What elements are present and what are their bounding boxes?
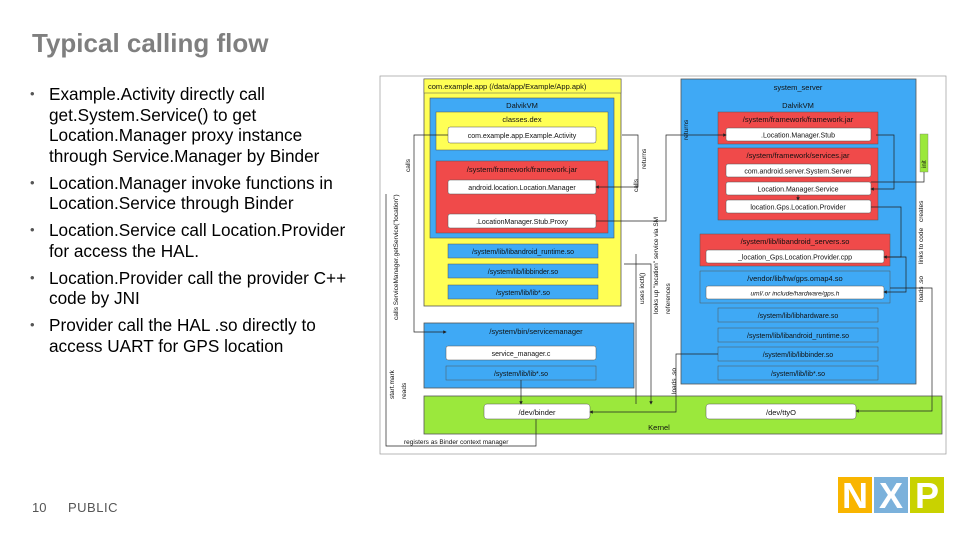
- creates-annotation: creates: [918, 200, 925, 222]
- classification-label: PUBLIC: [68, 500, 118, 515]
- app-lib-label: /system/lib/lib*.so: [496, 290, 550, 297]
- bullet-item: Location.Manager invoke functions in Loc…: [26, 173, 356, 214]
- loads-so-annotation: loads .so: [671, 368, 678, 394]
- location-manager-label: android.location.Location.Manager: [468, 185, 576, 192]
- server-framework-label: /system/framework/framework.jar: [743, 115, 854, 124]
- get-service-annotation: calls ServiceManager.getService("locatio…: [393, 194, 400, 320]
- calls-annotation: calls: [405, 158, 412, 172]
- calls-right-annotation: calls: [633, 178, 640, 192]
- logo-letter-x: X: [879, 475, 903, 515]
- example-activity-label: com.example.app.Example.Activity: [468, 133, 577, 140]
- app-process-label: com.example.app (/data/app/Example/App.a…: [428, 82, 587, 91]
- init-annotation: init: [922, 160, 928, 168]
- binder-lib-label: /system/lib/libbinder.so: [763, 352, 834, 359]
- context-manager-annotation: registers as Binder context manager: [404, 439, 509, 446]
- app-framework-label: /system/framework/framework.jar: [467, 165, 578, 174]
- app-lib-label: /system/lib/libbinder.so: [488, 269, 559, 276]
- bullet-list: Example.Activity directly call get.Syste…: [26, 84, 356, 363]
- services-jar-label: /system/framework/services.jar: [747, 151, 850, 160]
- app-dex-label: classes.dex: [502, 115, 541, 124]
- logo-letter-p: P: [915, 475, 939, 515]
- app-lib-box: [447, 243, 599, 259]
- stub-proxy-label: .LocationManager.Stub.Proxy: [476, 219, 568, 226]
- returns-annotation: returns: [641, 148, 648, 169]
- servicemanager-label: /system/bin/servicemanager: [489, 327, 583, 336]
- page-title: Typical calling flow: [32, 28, 269, 58]
- system-server-class-box: [725, 163, 872, 178]
- service-manager-c-box: [445, 345, 597, 361]
- other-libs-label: /system/lib/lib*.so: [771, 371, 825, 378]
- location-service-label: Location.Manager.Service: [758, 187, 839, 194]
- bullet-item: Example.Activity directly call get.Syste…: [26, 84, 356, 166]
- jni-lib-label: /system/lib/libandroid_servers.so: [741, 237, 850, 246]
- reads-top-annotation: returns: [683, 119, 690, 140]
- calling-flow-diagram: com.example.app (/data/app/Example/App.a…: [379, 75, 947, 455]
- jni-cpp-label: _location_Gps.Location.Provider.cpp: [737, 255, 852, 262]
- kernel-label: Kernel: [648, 423, 670, 432]
- logo-x-block: [874, 477, 908, 513]
- hal-header-label: uml/.or include/hardware/gps.h: [751, 291, 840, 298]
- reads-annotation: reads: [401, 382, 408, 399]
- system-server-label: system_server: [774, 83, 823, 92]
- logo-p-block: [910, 477, 944, 513]
- loads-hal-annotation: loads .so: [918, 276, 925, 302]
- gps-provider-label: location.Gps.Location.Provider: [750, 205, 846, 212]
- logo-letter-n: N: [842, 475, 868, 515]
- server-dalvik-label: DalvikVM: [782, 101, 814, 110]
- app-process-header: [423, 78, 622, 94]
- other-libs-box: [717, 365, 879, 381]
- app-lib-box: [447, 284, 599, 300]
- runtime-lib-box: [717, 327, 879, 343]
- logo-n-block: [838, 477, 872, 513]
- system-server-class-label: com.android.server.System.Server: [744, 169, 852, 176]
- references-annotation: references: [665, 283, 672, 314]
- manager-stub-label: .Location.Manager.Stub: [761, 133, 835, 140]
- bullet-item: Location.Provider call the provider C++ …: [26, 268, 356, 309]
- service-manager-c-label: service_manager.c: [492, 351, 551, 358]
- app-dalvik-label: DalvikVM: [506, 101, 538, 110]
- dev-binder-label: /dev/binder: [518, 408, 556, 417]
- page-number: 10: [32, 500, 47, 515]
- vendor-lib-label: /vendor/lib/hw/gps.omap4.so: [747, 274, 842, 283]
- uses-ioctl-annotation: uses ioctl(): [639, 273, 646, 304]
- lookup-annotation: looks up "location" service via SM: [653, 217, 660, 314]
- bullet-item: Provider call the HAL .so directly to ac…: [26, 315, 356, 356]
- hw-lib-box: [717, 307, 879, 323]
- nxp-logo: N X P: [838, 475, 944, 515]
- bullet-item: Location.Service call Location.Provider …: [26, 220, 356, 261]
- app-lib-box: [447, 263, 599, 279]
- hw-lib-label: /system/lib/libhardware.so: [758, 313, 839, 320]
- runtime-lib-label: /system/lib/libandroid_runtime.so: [747, 333, 849, 340]
- dev-tty-label: /dev/ttyO: [766, 408, 796, 417]
- sm-lib-label: /system/lib/lib*.so: [494, 371, 548, 378]
- start-mark-annotation: start.mark: [389, 369, 396, 399]
- links-to-annotation: links to code: [918, 227, 925, 264]
- app-lib-label: /system/lib/libandroid_runtime.so: [472, 249, 574, 256]
